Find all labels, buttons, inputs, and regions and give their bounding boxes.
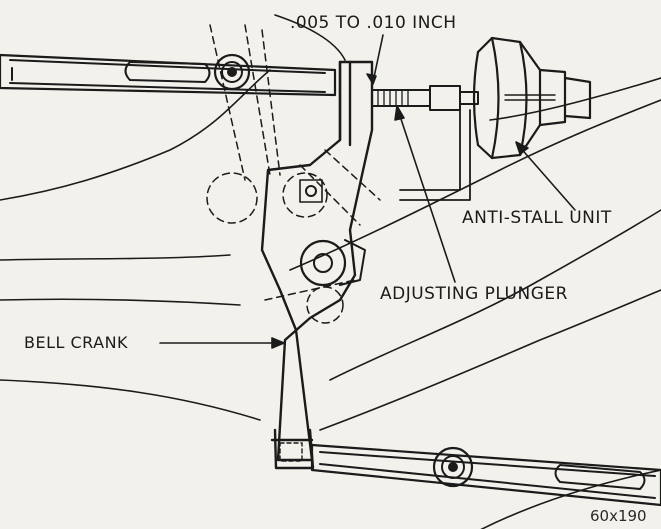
adjusting-plunger [371,85,479,111]
anti-stall-leader [517,144,576,211]
clearance-label: .005 TO .010 INCH [290,13,457,33]
plunger-leader [397,109,456,283]
clearance-arrowhead [366,73,377,85]
adjusting-plunger-label: ADJUSTING PLUNGER [380,284,568,304]
leader-lines [159,34,576,349]
clearance-leader [372,34,384,83]
bell-crank-arrowhead [271,337,285,349]
bell-crank-boss [299,179,366,287]
anti-stall-unit-label: ANTI-STALL UNIT [462,208,612,228]
anti-stall-arrowhead [515,141,529,155]
upper-slotted-link [0,53,337,97]
upper-link-slot [124,61,211,83]
lower-link-slot [554,464,646,490]
lower-slotted-link [310,443,661,507]
bell-crank-body [260,60,374,470]
upper-pivot-nut [213,53,251,91]
plunger-arrowhead [394,105,405,121]
anti-stall-unit [399,36,592,201]
phantom-rod-outline [206,24,381,324]
lower-pivot-nut [432,446,474,488]
bell-crank-label: BELL CRANK [24,333,129,352]
figure-number: 60x190 [590,507,647,525]
